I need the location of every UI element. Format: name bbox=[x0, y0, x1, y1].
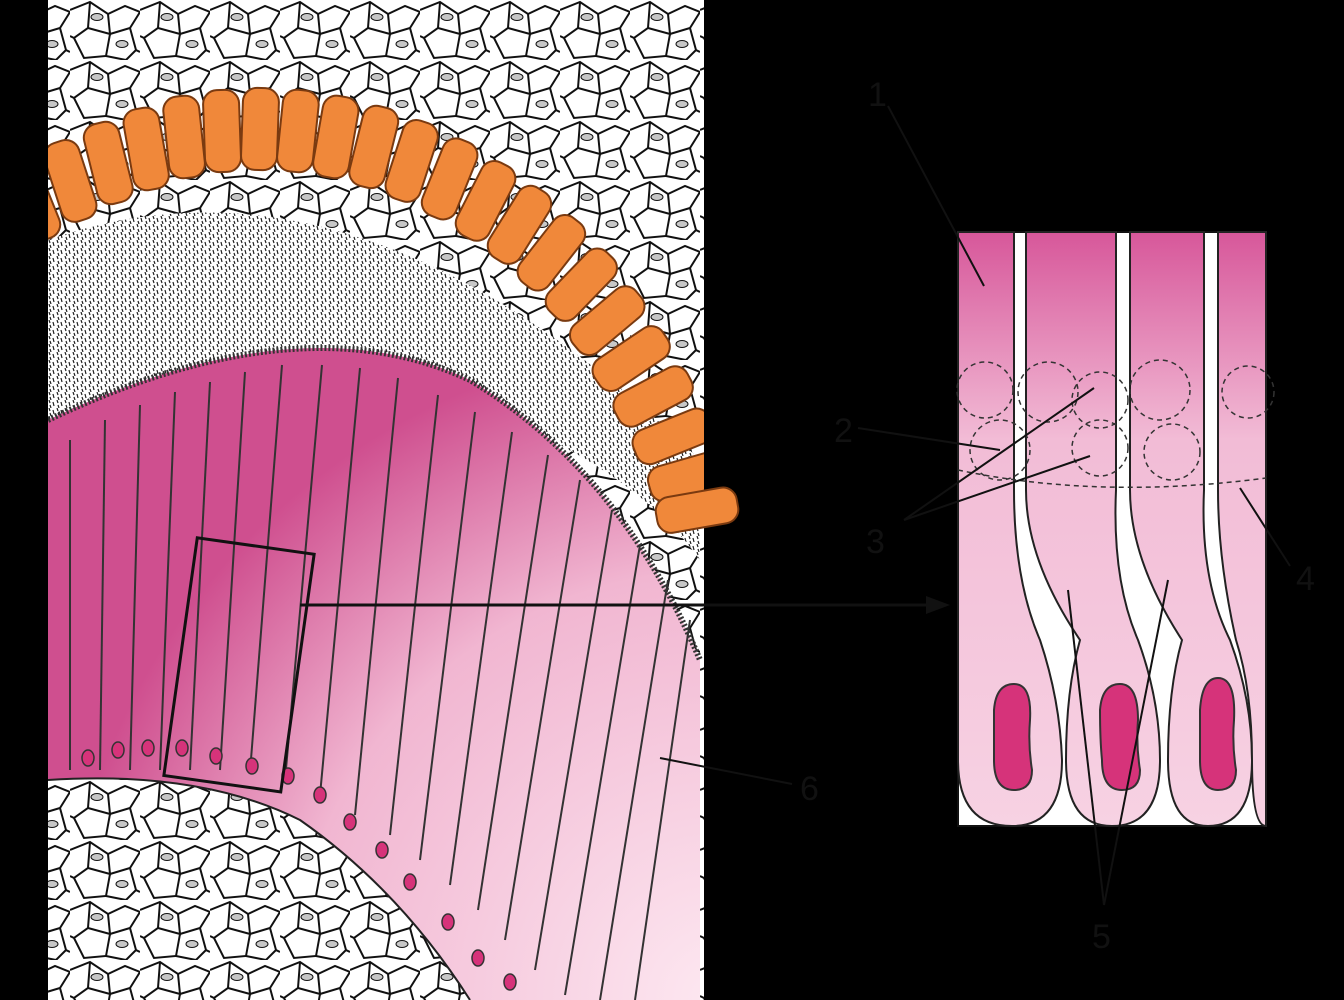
label-5: 5 bbox=[1092, 918, 1111, 956]
label-1: 1 bbox=[868, 76, 887, 114]
label-2: 2 bbox=[834, 412, 853, 450]
label-6: 6 bbox=[800, 770, 819, 808]
label-3: 3 bbox=[866, 523, 885, 561]
left-panel bbox=[0, 0, 733, 1000]
label-4: 4 bbox=[1296, 560, 1315, 598]
right-panel bbox=[957, 232, 1274, 826]
